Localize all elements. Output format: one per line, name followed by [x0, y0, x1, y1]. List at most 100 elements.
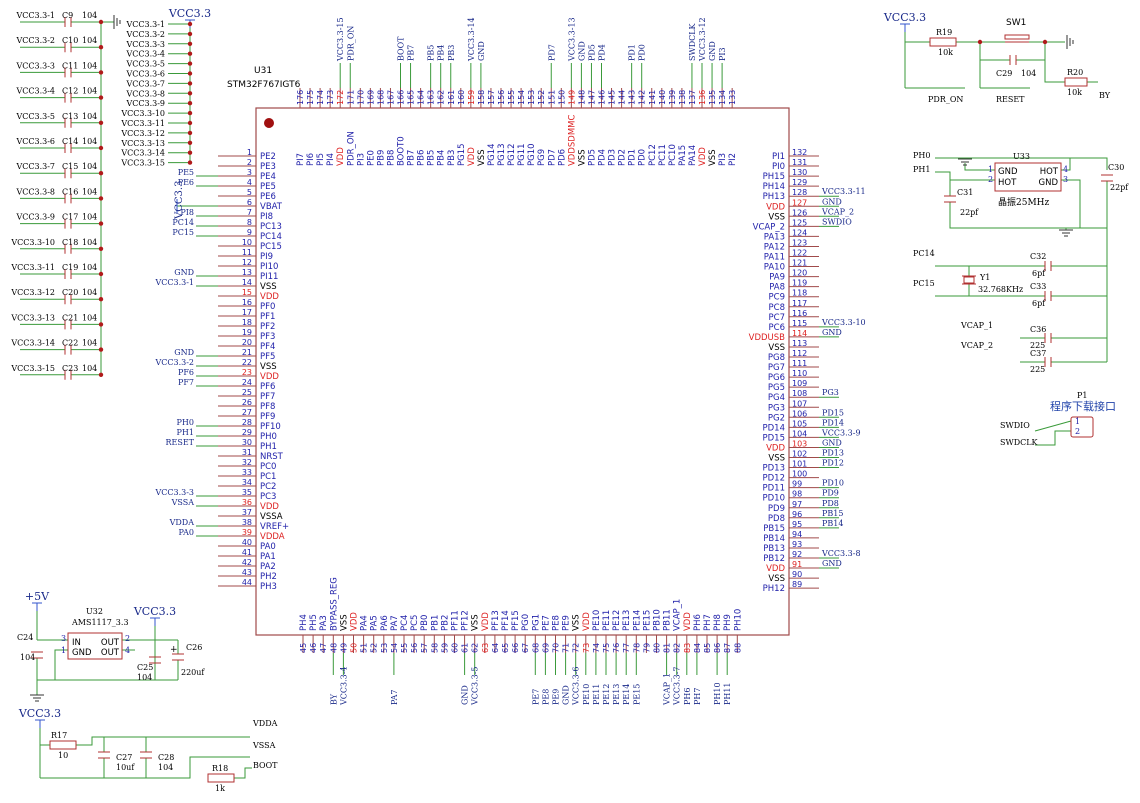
net-label: VDDA [169, 518, 195, 527]
pin-name: PB14 [763, 534, 785, 544]
bus-junction [187, 130, 193, 136]
pin-number: 68 [531, 643, 540, 653]
pin-name: VDD [260, 292, 279, 302]
pin-name: PG2 [768, 413, 785, 423]
pin-name: PB11 [663, 609, 673, 631]
net-label: PD9 [822, 489, 839, 498]
pin-name: PD15 [763, 433, 786, 443]
pin-number: 168 [376, 90, 385, 105]
r19-ref: R19 [936, 28, 952, 37]
pin-number: 134 [718, 90, 727, 105]
pin-number: 18 [242, 318, 252, 327]
pin-number: 119 [792, 279, 807, 288]
pin-name: PA11 [764, 253, 785, 263]
r20-wire [1044, 60, 1065, 83]
pin-number: 91 [792, 560, 802, 569]
pin-name: PE6 [260, 192, 276, 202]
r20-value: 10k [1067, 88, 1082, 97]
pin-name: PB5 [427, 150, 437, 166]
pin-name: PH13 [763, 192, 785, 202]
pin-name: PI11 [260, 272, 278, 282]
pin-name: PG10 [527, 143, 537, 166]
pin-name: PD13 [763, 464, 786, 474]
c36-value: 225 [1030, 341, 1045, 350]
pin-name: PD14 [763, 423, 786, 433]
pin-name: VDD [766, 564, 785, 574]
net-label: PE13 [612, 684, 621, 705]
pin-name: PH4 [299, 614, 309, 631]
pin-number: 10 [242, 238, 252, 247]
net-label: PF7 [178, 378, 194, 387]
pin-name: PA10 [764, 263, 785, 273]
pin-name: PF2 [260, 322, 275, 332]
pin-number: 96 [792, 510, 802, 519]
bus-net: VCC3.3-5 [125, 60, 165, 69]
pin-name: VDDUSB [749, 333, 786, 343]
pin-number: 143 [628, 90, 637, 105]
pin-number: 28 [242, 418, 252, 427]
pin-number: 163 [427, 90, 436, 105]
pin-name: VDD [766, 443, 785, 453]
pin-number: 1 [247, 148, 252, 157]
xtal-25mhz-label: 晶振25MHz [998, 196, 1050, 208]
pin-name: PD1 [628, 149, 638, 166]
pin-number: 71 [562, 643, 571, 653]
net-label: VCC3.3-9 [821, 428, 861, 437]
pin-name: PA6 [380, 615, 390, 631]
decap-net: VCC3.3-13 [10, 313, 55, 322]
decap-net: VCC3.3-7 [15, 162, 55, 171]
pin-number: 94 [792, 530, 802, 539]
pin-name: PG7 [768, 363, 785, 373]
pin-name: PD7 [547, 149, 557, 166]
pin-number: 133 [728, 90, 737, 105]
pin-name: PI6 [306, 153, 316, 166]
pin-number: 65 [501, 643, 510, 653]
pin-name: PF8 [260, 402, 275, 412]
wire-layer [20, 21, 1108, 779]
c25-value: 104 [137, 673, 152, 682]
pin-name: PH1 [260, 442, 277, 452]
pin-number: 23 [242, 368, 252, 377]
pin-number: 112 [792, 349, 807, 358]
net-label: BOOT [397, 36, 406, 61]
u33-wire [1061, 158, 1071, 171]
pin-number: 20 [242, 338, 252, 347]
pin-number: 109 [792, 379, 807, 388]
pin-name: PF11 [451, 610, 461, 631]
net-label: PE14 [622, 684, 631, 705]
boot-label: BOOT [253, 761, 278, 770]
pin-name: PG0 [521, 614, 531, 631]
pin-name: PA12 [764, 242, 785, 252]
net-label: PE10 [582, 684, 591, 705]
pin-number: 27 [242, 408, 252, 417]
pin-name: PC10 [668, 144, 678, 166]
pin-number: 108 [792, 389, 807, 398]
pin-number: 12 [242, 258, 252, 267]
y1-value: 32.768KHz [978, 285, 1023, 294]
pin-number: 176 [296, 90, 305, 105]
pin-name: PD11 [763, 484, 786, 494]
pin-number: 17 [242, 308, 252, 317]
bus-junction [187, 31, 193, 37]
pin-number: 113 [792, 339, 807, 348]
net-label: GND [174, 268, 194, 277]
pin-number: 50 [350, 643, 359, 653]
net-label: GND [461, 685, 470, 705]
net-label: PB5 [427, 45, 436, 61]
pin-number: 74 [592, 643, 601, 653]
u32-pin-2: 2 [125, 634, 130, 643]
pin-name: VSS [768, 212, 785, 222]
pin-name: PG8 [768, 353, 785, 363]
pin-name: PH9 [723, 614, 733, 631]
pin-name: VDD [260, 372, 279, 382]
pin-name: PE15 [642, 610, 652, 631]
net-label: PH11 [723, 682, 732, 705]
net-label: PD13 [822, 449, 844, 458]
pin-number: 13 [242, 268, 252, 277]
pin-name: PH7 [703, 614, 713, 631]
pin-name: PC14 [260, 232, 282, 242]
net-label: VCC3.3-14 [467, 17, 476, 62]
u32-pin-in: IN [72, 638, 81, 648]
net-label: PE8 [541, 689, 550, 705]
c31-ref: C31 [957, 188, 973, 197]
